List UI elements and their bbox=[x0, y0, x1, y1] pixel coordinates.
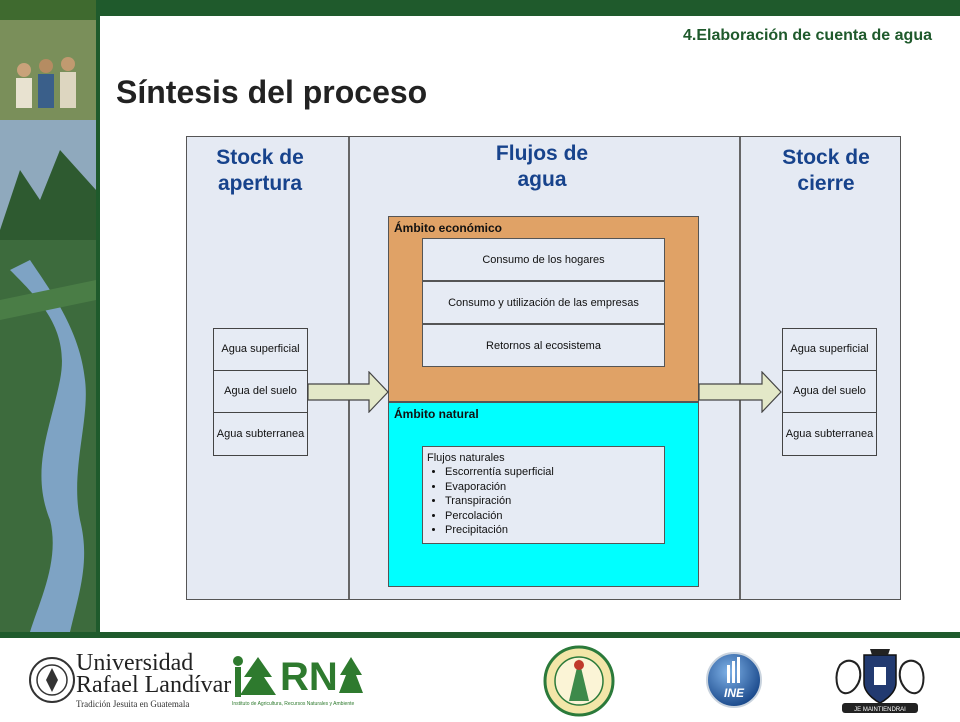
ine-logo: INE bbox=[705, 651, 763, 709]
url-name-line1: Universidad bbox=[76, 650, 194, 676]
ine-text: INE bbox=[724, 686, 745, 700]
natural-flows-heading: Flujos naturales bbox=[427, 452, 505, 464]
iarna-tagline: Instituto de Agricultura, Recursos Natur… bbox=[232, 701, 355, 707]
iarna-logo: RN Instituto de Agricultura, Recursos Na… bbox=[232, 655, 366, 711]
bottom-green-bar bbox=[0, 632, 960, 638]
list-item: Transpiración bbox=[445, 494, 660, 509]
url-tagline: Tradición Jesuita en Guatemala bbox=[76, 699, 190, 709]
closing-stock-item: Agua superficial bbox=[782, 328, 877, 371]
economic-item: Consumo de los hogares bbox=[422, 238, 665, 281]
netherlands-coat-of-arms: JE MAINTIENDRAI bbox=[830, 645, 930, 715]
page-title: Síntesis del proceso bbox=[116, 74, 428, 110]
inflow-arrow bbox=[307, 371, 389, 413]
natural-scope-label: Ámbito natural bbox=[394, 407, 479, 421]
list-item: Percolación bbox=[445, 509, 660, 524]
url-seal-icon bbox=[29, 657, 75, 703]
economic-scope-label: Ámbito económico bbox=[394, 221, 503, 235]
iarna-text: RN bbox=[280, 655, 338, 699]
section-title: 4.Elaboración de cuenta de agua bbox=[683, 27, 932, 44]
column-divider bbox=[348, 137, 350, 599]
top-green-bar bbox=[0, 0, 960, 16]
opening-stock-item: Agua del suelo bbox=[213, 370, 308, 413]
tree-icon bbox=[339, 657, 363, 693]
economic-item: Consumo y utilización de las empresas bbox=[422, 281, 665, 324]
list-item: Precipitación bbox=[445, 523, 660, 538]
url-logo: Universidad Rafael Landívar Tradición Je… bbox=[28, 650, 231, 714]
closing-stock-item: Agua del suelo bbox=[782, 370, 877, 413]
column-divider bbox=[739, 137, 741, 599]
closing-stock-item: Agua subterranea bbox=[782, 412, 877, 456]
natural-flows-list: Escorrentía superficial Evaporación Tran… bbox=[427, 465, 660, 538]
url-name-line2: Rafael Landívar bbox=[76, 672, 232, 698]
flows-header: Flujos de agua bbox=[495, 142, 589, 191]
natural-flows-box: Flujos naturales Escorrentía superficial… bbox=[422, 446, 665, 544]
outflow-arrow bbox=[698, 371, 782, 413]
opening-stock-item: Agua superficial bbox=[213, 328, 308, 371]
netherlands-motto: JE MAINTIENDRAI bbox=[854, 707, 906, 713]
list-item: Escorrentía superficial bbox=[445, 465, 660, 480]
opening-stock-item: Agua subterranea bbox=[213, 412, 308, 456]
banguat-seal-icon bbox=[543, 645, 615, 717]
vertical-green-rule bbox=[96, 0, 100, 632]
closing-stock-header: Stock de cierre bbox=[782, 146, 870, 195]
banguat-logo: BANCO DE GUATEMALA bbox=[543, 545, 615, 717]
coat-of-arms-icon: JE MAINTIENDRAI bbox=[835, 649, 925, 713]
ine-globe-icon: INE bbox=[706, 652, 762, 708]
banguat-text: BANCO DE GUATEMALA bbox=[543, 545, 544, 546]
nature-photo-strip bbox=[0, 0, 96, 632]
opening-stock-header: Stock de apertura bbox=[216, 146, 304, 195]
economic-item: Retornos al ecosistema bbox=[422, 324, 665, 367]
list-item: Evaporación bbox=[445, 480, 660, 495]
tree-icon bbox=[233, 656, 276, 697]
